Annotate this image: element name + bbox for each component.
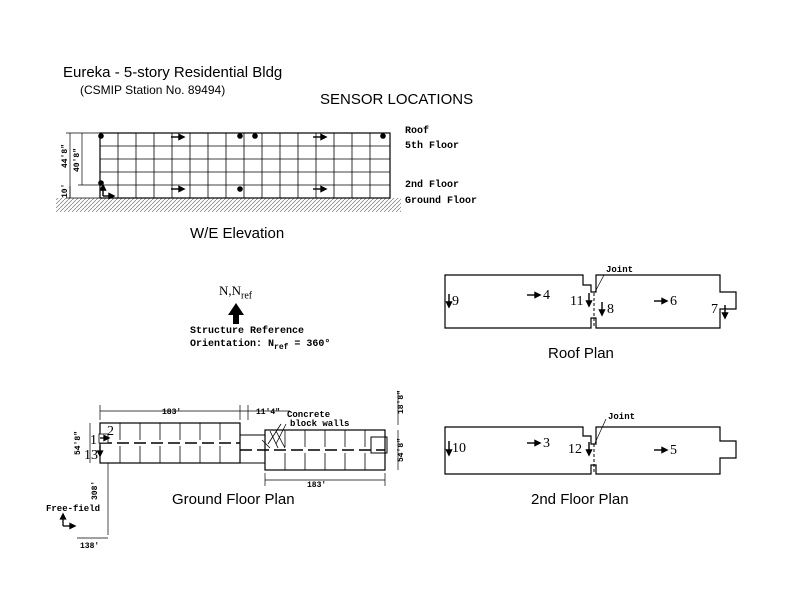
ground-dim-right-length: 183' bbox=[307, 481, 326, 490]
document-title: Eureka - 5-story Residential Bldg bbox=[63, 64, 283, 81]
floor-label-5th: 5th Floor bbox=[405, 141, 460, 152]
elevation-sensor-dots bbox=[98, 133, 386, 192]
sensor-8-label: 8 bbox=[607, 302, 614, 317]
ground-dim-right-width: 54'8" bbox=[397, 438, 406, 462]
sensor-13-label: 13 bbox=[84, 448, 98, 463]
north-arrow-icon bbox=[228, 303, 244, 324]
elevation-drawing: 44'8" 40'8" 10' bbox=[56, 132, 401, 212]
ground-floor-plan-drawing: Concrete block walls 183' 11'4" 183' 54'… bbox=[46, 390, 406, 551]
second-floor-caption: 2nd Floor Plan bbox=[531, 491, 629, 508]
elevation-dim-total: 44'8" bbox=[61, 144, 70, 168]
sensor-5-label: 5 bbox=[670, 443, 677, 458]
walls-label-1: Concrete bbox=[287, 410, 330, 420]
sensor-7-label: 7 bbox=[711, 302, 718, 317]
elevation-outline bbox=[99, 132, 391, 199]
second-floor-sensor-arrows bbox=[445, 439, 669, 457]
ground-dim-left-width: 54'8" bbox=[74, 431, 83, 455]
sensor-12-label: 12 bbox=[568, 442, 582, 457]
ground-dim-freefield-ns: 308' bbox=[91, 481, 100, 500]
free-field-sensor-icon bbox=[59, 512, 77, 530]
sensor-2-label: 2 bbox=[107, 424, 114, 439]
sensor-11-label: 11 bbox=[570, 294, 583, 309]
roof-joint-label: Joint bbox=[606, 265, 633, 275]
ground-dim-offset: 11'4" bbox=[256, 408, 280, 417]
orientation-line2: Orientation: Nref = 360° bbox=[190, 339, 331, 352]
floor-label-2nd: 2nd Floor bbox=[405, 180, 460, 191]
elevation-caption: W/E Elevation bbox=[190, 225, 285, 242]
sensor-4-label: 4 bbox=[543, 288, 550, 303]
ground-dim-freefield-ew: 138' bbox=[80, 542, 99, 551]
north-label: N,Nref bbox=[219, 283, 253, 302]
second-joint-label: Joint bbox=[608, 412, 635, 422]
sensor-10-label: 10 bbox=[452, 441, 466, 456]
sensor-1-label: 1 bbox=[90, 433, 97, 448]
free-field-label: Free-field bbox=[46, 504, 100, 514]
elevation-dim-lower: 10' bbox=[61, 184, 70, 198]
sensor-3-label: 3 bbox=[543, 436, 550, 451]
elevation-grid bbox=[100, 133, 390, 198]
elevation-dim-upper: 40'8" bbox=[73, 148, 82, 172]
second-floor-plan-drawing: Joint 10 3 12 5 bbox=[444, 412, 737, 475]
roof-plan-caption: Roof Plan bbox=[548, 345, 614, 362]
elevation-sensor-arrows bbox=[99, 133, 328, 200]
section-title: SENSOR LOCATIONS bbox=[320, 91, 474, 108]
ground-hatch bbox=[56, 198, 401, 212]
ground-dim-corner: 18'8" bbox=[397, 390, 406, 414]
elevation-dimension-lines bbox=[66, 132, 100, 199]
sensor-6-label: 6 bbox=[670, 294, 677, 309]
ground-dim-left-length: 183' bbox=[162, 408, 181, 417]
ground-plan-caption: Ground Floor Plan bbox=[172, 491, 295, 508]
sensor-9-label: 9 bbox=[452, 294, 459, 309]
roof-sensor-arrows bbox=[445, 291, 729, 320]
floor-label-ground: Ground Floor bbox=[405, 196, 478, 207]
roof-plan-drawing: Joint 9 4 11 8 6 7 bbox=[444, 265, 737, 329]
floor-label-roof: Roof bbox=[405, 126, 430, 137]
walls-label-2: block walls bbox=[290, 419, 349, 429]
orientation-line1: Structure Reference bbox=[190, 326, 305, 337]
station-number: (CSMIP Station No. 89494) bbox=[80, 83, 226, 97]
